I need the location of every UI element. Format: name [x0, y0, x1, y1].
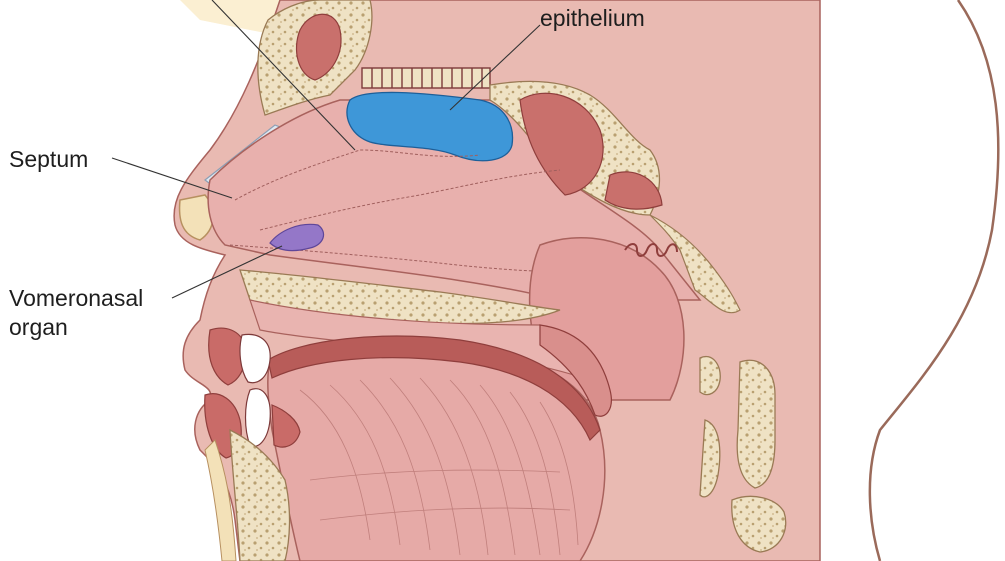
upper-tooth [240, 334, 270, 382]
cribriform-plate [362, 68, 490, 88]
olfactory-epithelium-label: epithelium [540, 4, 645, 32]
vertebra-2 [737, 360, 775, 488]
vomeronasal-organ-label-line1: Vomeronasal [9, 284, 143, 312]
septum-label: Septum [9, 145, 88, 173]
head-outline [870, 0, 998, 561]
vomeronasal-organ-label-line2: organ [9, 313, 68, 341]
